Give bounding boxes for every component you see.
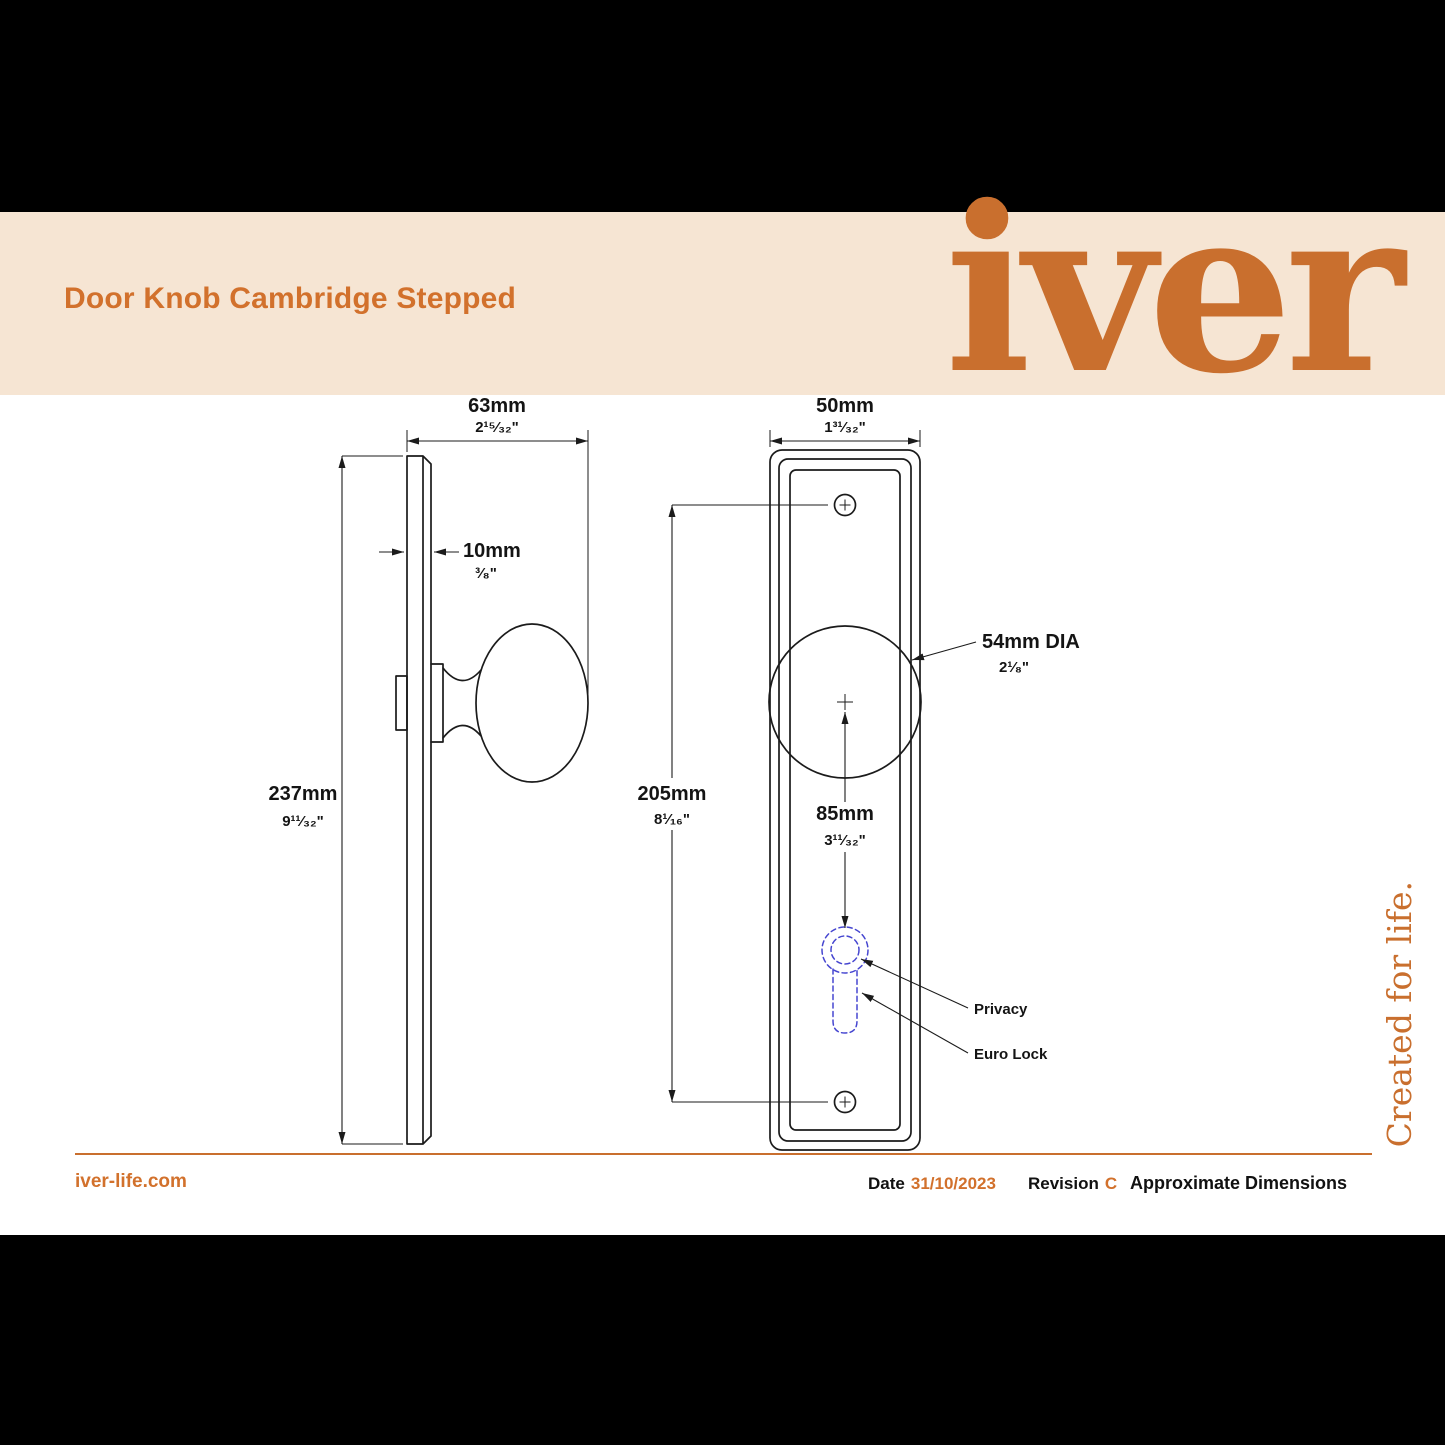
approximate-dimensions-note: Approximate Dimensions (1129, 1173, 1347, 1193)
dim-side-height: 237mm 9¹¹⁄₃₂" (269, 455, 403, 1145)
revision-field: Revision C (1028, 1174, 1117, 1194)
callout-euro-lock: Euro Lock (861, 992, 1048, 1063)
technical-drawing: 63mm 2¹⁵⁄₃₂" 10mm ³⁄₈" 237mm 9¹¹⁄₃₂" (269, 395, 1080, 1151)
dim-side-height-mm: 237mm (269, 783, 338, 805)
dim-front-width-mm: 50mm (816, 395, 874, 417)
dim-front-height: 205mm 8¹⁄₁₆" (634, 504, 828, 1103)
drawing-area: 63mm 2¹⁵⁄₃₂" 10mm ³⁄₈" 237mm 9¹¹⁄₃₂" (0, 395, 1445, 1235)
dim-side-width-mm: 63mm (468, 395, 526, 417)
callout-knob-dia-mm: 54mm DIA (982, 631, 1080, 653)
dim-side-thickness-in: ³⁄₈" (475, 565, 497, 582)
callout-knob-dia-in: 2¹⁄₈" (999, 659, 1029, 676)
dim-centres: 85mm 3¹¹⁄₃₂" (808, 712, 882, 928)
spindle-profile (395, 675, 408, 731)
revision-value: C (1104, 1174, 1118, 1193)
footer-divider (75, 1153, 1372, 1155)
callout-knob-dia: 54mm DIA 2¹⁄₈" (911, 631, 1080, 676)
privacy-turn-outline (821, 926, 869, 974)
created-for-life-tagline: Created for life. (1380, 880, 1419, 1147)
date-field: Date 31/10/2023 (868, 1174, 996, 1194)
page-title: Door Knob Cambridge Stepped (64, 282, 517, 315)
date-value: 31/10/2023 (910, 1174, 996, 1193)
dim-front-height-mm: 205mm (638, 783, 707, 805)
website-link[interactable]: iver-life.com (75, 1171, 187, 1192)
date-label: Date (868, 1174, 905, 1193)
privacy-label: Privacy (974, 1001, 1028, 1018)
dim-side-width-in: 2¹⁵⁄₃₂" (475, 419, 519, 436)
callout-privacy: Privacy (860, 958, 1028, 1018)
dim-front-height-in: 8¹⁄₁₆" (654, 811, 690, 828)
dim-centres-in: 3¹¹⁄₃₂" (824, 832, 866, 849)
top-screw (833, 493, 857, 517)
bottom-screw (833, 1090, 857, 1114)
dim-side-height-in: 9¹¹⁄₃₂" (282, 813, 324, 830)
knob-centre-cross (837, 694, 853, 710)
header-band: Door Knob Cambridge Stepped iver (0, 176, 1445, 404)
side-view-knob-profile (430, 623, 589, 783)
dim-centres-mm: 85mm (816, 803, 874, 825)
dim-front-width: 50mm 1³¹⁄₃₂" (769, 395, 921, 447)
knob-bulb-profile (475, 623, 589, 783)
dim-side-width: 63mm 2¹⁵⁄₃₂" (406, 395, 589, 698)
revision-label: Revision (1028, 1174, 1099, 1193)
euro-lock-label: Euro Lock (974, 1046, 1048, 1063)
dim-side-thickness: 10mm ³⁄₈" (379, 540, 521, 582)
euro-lock-outline (832, 968, 858, 1034)
dim-front-width-in: 1³¹⁄₃₂" (824, 419, 866, 436)
dim-side-thickness-mm: 10mm (463, 540, 521, 562)
side-view-plate (395, 455, 432, 1145)
iver-logo: iver (944, 156, 1405, 424)
front-view-backplate (769, 449, 921, 1151)
